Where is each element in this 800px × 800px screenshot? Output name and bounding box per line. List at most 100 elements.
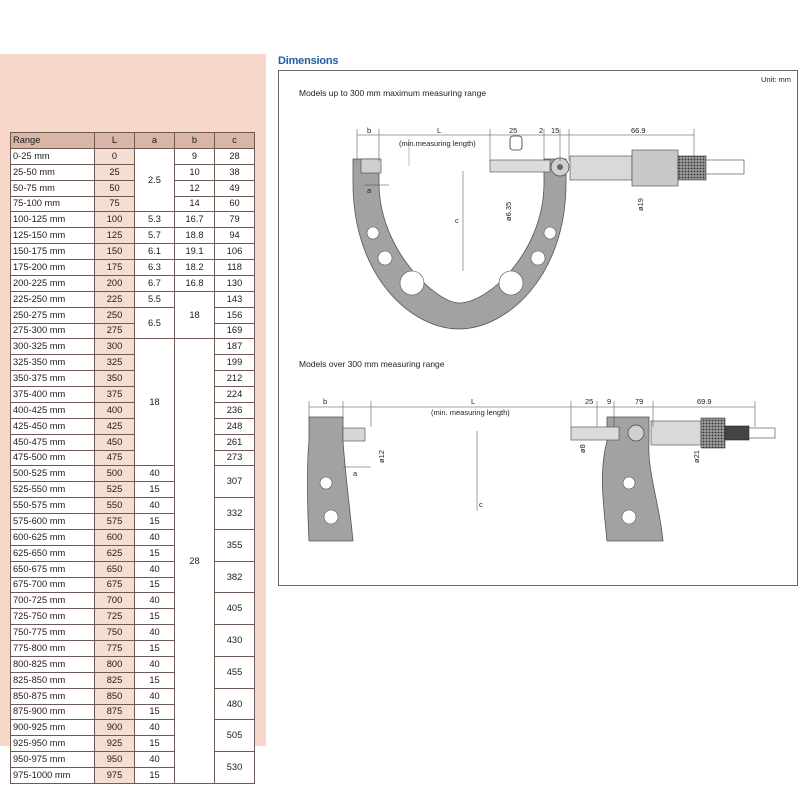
cell-l: 825 [94,671,135,689]
cell-a: 40 [134,624,175,641]
cell-l: 75 [94,195,135,213]
cell-range: 125-150 mm [10,227,95,245]
cell-b: 16.7 [174,211,215,229]
cell-range: 900-925 mm [10,719,95,737]
cell-l: 100 [94,211,135,229]
cell-a: 5.3 [134,211,175,229]
cell-l: 725 [94,608,135,626]
cell-a: 40 [134,751,175,768]
upper-dim-dia19: ø19 [636,198,645,211]
cell-l: 175 [94,259,135,276]
caption-lower: Models over 300 mm measuring range [299,359,445,369]
cell-l: 500 [94,465,135,483]
cell-l: 900 [94,719,135,737]
cell-range: 400-425 mm [10,401,95,419]
lower-micrometer: b L (min. measuring length) 25 9 79 69.9… [307,397,776,542]
cell-l: 400 [94,401,135,419]
lower-dim-a: a [353,469,358,478]
cell-c: 94 [214,227,255,245]
cell-a: 2.5 [134,147,175,213]
cell-a: 40 [134,560,175,578]
cell-c: 430 [214,624,255,657]
lower-frame-holes [319,476,637,525]
cell-a: 5.5 [134,290,175,308]
cell-range: 925-950 mm [10,735,95,753]
cell-a: 15 [134,481,175,499]
cell-l: 275 [94,322,135,340]
cell-range: 725-750 mm [10,608,95,626]
cell-l: 875 [94,703,135,721]
cell-l: 325 [94,354,135,372]
cell-a: 40 [134,528,175,546]
cell-range: 75-100 mm [10,195,95,213]
cell-b: 18.2 [174,259,215,276]
lower-dim-min-range: (min. measuring length) [431,408,510,417]
cell-l: 425 [94,417,135,435]
cell-range: 475-500 mm [10,449,95,467]
lower-dim-c: c [479,500,483,509]
cell-b: 16.8 [174,274,215,292]
cell-b: 14 [174,195,215,213]
cell-l: 675 [94,576,135,594]
cell-range: 200-225 mm [10,274,95,292]
cell-a: 18 [134,338,175,467]
cell-range: 950-975 mm [10,751,95,768]
cell-c: 49 [214,179,255,197]
cell-c: 106 [214,243,255,260]
cell-l: 800 [94,655,135,673]
cell-c: 530 [214,751,255,784]
cell-l: 200 [94,274,135,292]
dimensions-title: Dimensions [278,55,339,67]
cell-b: 10 [174,163,215,181]
cell-range: 550-575 mm [10,497,95,514]
cell-range: 825-850 mm [10,671,95,689]
cell-a: 15 [134,513,175,530]
cell-c: 455 [214,655,255,689]
cell-c: 199 [214,354,255,372]
lower-lock-knob [627,424,645,442]
cell-b: 19.1 [174,243,215,260]
cell-a: 40 [134,592,175,610]
cell-a: 15 [134,671,175,689]
cell-l: 950 [94,751,135,768]
header-c: c [214,132,255,149]
cell-l: 600 [94,528,135,546]
cell-range: 875-900 mm [10,703,95,721]
cell-l: 525 [94,481,135,499]
cell-l: 575 [94,513,135,530]
cell-c: 224 [214,386,255,403]
cell-c: 79 [214,211,255,229]
cell-l: 50 [94,179,135,197]
upper-dim-min-range: (min.measuring length) [399,139,476,148]
cell-c: 143 [214,290,255,308]
cell-b: 18.8 [174,227,215,245]
cell-c: 212 [214,370,255,387]
cell-a: 6.3 [134,259,175,276]
lower-thimble [700,417,726,449]
cell-range: 975-1000 mm [10,767,95,784]
lower-dim-699: 69.9 [697,397,712,406]
cell-l: 750 [94,624,135,641]
lower-dim-l: L [471,397,475,406]
